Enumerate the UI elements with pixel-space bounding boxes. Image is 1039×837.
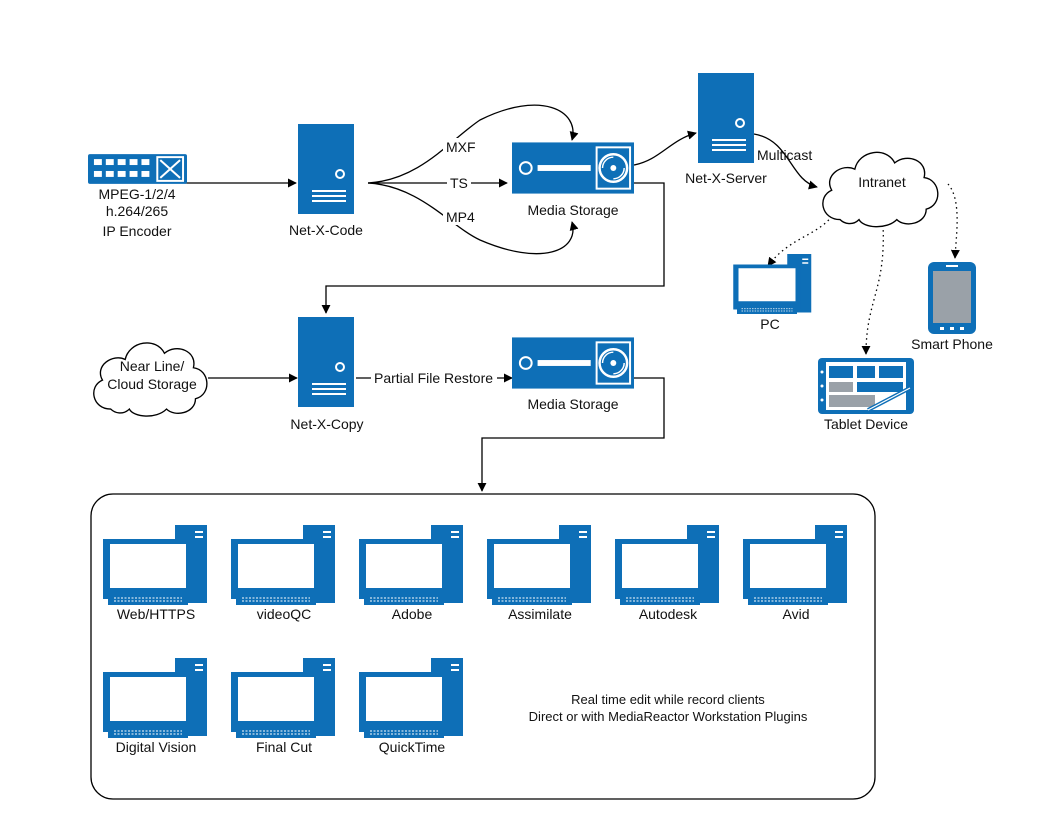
edge-intranet-to-tablet [861,224,884,355]
client-label: Digital Vision [116,739,197,755]
edge-multicast [753,133,818,190]
client-assimilate: Assimilate [487,525,592,622]
encoder-label-line-1: MPEG-1/2/4 [98,186,175,202]
net-x-code-node: Net-X-Code [289,124,363,238]
server-icon [698,72,754,164]
client-final-cut: Final Cut [231,658,336,755]
near-line-node: Near Line/ Cloud Storage [93,342,208,417]
media-storage-icon [512,337,634,389]
label-multicast: Multicast [757,147,812,163]
encoder-label-line-2: h.264/265 [106,203,168,219]
edge-intranet-to-phone [947,183,960,259]
tablet-node: Tablet Device [818,358,914,432]
server-icon [298,124,354,214]
edge-mp4 [367,182,579,255]
edge-labels: MXF TS MP4 Multicast Partial File Restor… [371,138,812,386]
tablet-label: Tablet Device [824,416,908,432]
client-digital-vision: Digital Vision [103,658,208,755]
edge-storage-to-clients [477,377,665,492]
network-switch-icon [88,154,187,184]
smart-phone-label: Smart Phone [911,336,993,352]
client-web-https: Web/HTTPS [103,525,208,622]
label-mp4: MP4 [446,209,475,225]
smart-phone-node: Smart Phone [911,262,993,352]
client-label: Web/HTTPS [117,606,195,622]
media-storage-icon [512,142,634,194]
edge-storage-to-server [633,130,697,166]
client-label: QuickTime [379,739,446,755]
client-autodesk: Autodesk [615,525,720,622]
client-label: Autodesk [639,606,698,622]
near-line-label-line-1: Near Line/ [120,358,185,374]
pc-node: PC [732,254,812,332]
connections [185,104,960,492]
net-x-copy-label: Net-X-Copy [290,416,363,432]
server-icon [298,316,354,408]
edge-storage-to-netxcopy [321,182,665,314]
net-x-server-label: Net-X-Server [685,170,767,186]
client-adobe: Adobe [359,525,464,622]
net-x-code-label: Net-X-Code [289,222,363,238]
client-quicktime: QuickTime [359,658,464,755]
client-label: Final Cut [256,739,312,755]
media-storage-bottom-label: Media Storage [527,396,618,412]
near-line-label-line-2: Cloud Storage [107,376,197,392]
encoder-label-line-3: IP Encoder [102,223,171,239]
encoder-node: MPEG-1/2/4 h.264/265 IP Encoder [88,154,187,239]
client-videoqc: videoQC [231,525,336,622]
tablet-icon [818,358,914,414]
pc-icon [732,254,812,314]
intranet-node: Intranet [822,151,939,228]
media-storage-top-label: Media Storage [527,202,618,218]
note-line-1: Real time edit while record clients [571,692,765,707]
smartphone-icon [928,262,976,334]
label-ts: TS [450,175,468,191]
client-label: Avid [783,606,810,622]
label-partial-file-restore: Partial File Restore [374,370,493,386]
media-storage-bottom-node: Media Storage [512,337,634,412]
label-mxf: MXF [446,139,476,155]
media-storage-top-node: Media Storage [512,142,634,218]
note-line-2: Direct or with MediaReactor Workstation … [529,709,808,724]
client-label: videoQC [257,606,311,622]
client-label: Adobe [392,606,433,622]
edge-intranet-to-pc [767,211,836,267]
client-avid: Avid [743,525,848,622]
edge-mxf [367,104,579,184]
net-x-server-node: Net-X-Server [685,72,767,186]
pc-label: PC [760,316,779,332]
net-x-copy-node: Net-X-Copy [290,316,364,432]
client-label: Assimilate [508,606,572,622]
client-workstations: Web/HTTPS videoQC Adobe Assimilate Autodesk A… [103,525,848,755]
intranet-label: Intranet [858,174,906,190]
clients-panel: Web/HTTPS videoQC Adobe Assimilate Autodesk A… [90,493,876,800]
